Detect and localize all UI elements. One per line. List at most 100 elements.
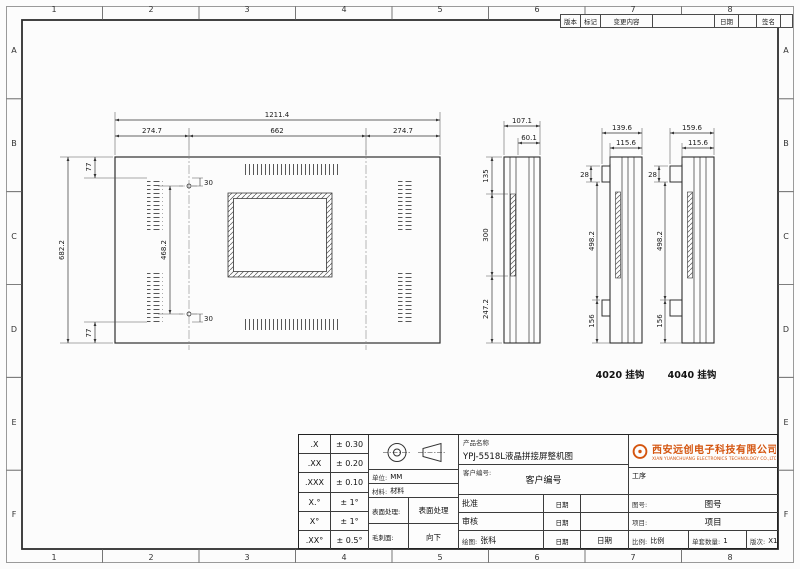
dim-side2-body: 115.6 bbox=[616, 139, 637, 147]
zone-label-bottom: 8 bbox=[727, 553, 733, 562]
company-logo-cell: 西安远创电子科技有限公司 XIAN YUANCHUANG ELECTRONICS… bbox=[629, 435, 779, 468]
scale-cell: 比例: 比例 bbox=[629, 531, 689, 550]
audit-date-label: 日期 bbox=[544, 513, 581, 531]
dim-side3-body: 115.6 bbox=[688, 139, 709, 147]
zone-label-top: 3 bbox=[244, 5, 250, 14]
dim-front-inner-height: 468.2 bbox=[160, 240, 168, 260]
dim-front-total-height: 682.2 bbox=[58, 240, 66, 260]
project-value: 项目 bbox=[704, 517, 722, 528]
front-view-dimensions: 1211.4 274.7 662 274.7 682.2 77 77 468.2… bbox=[58, 111, 441, 344]
revision-cell-empty bbox=[781, 15, 792, 27]
zone-label-top: 7 bbox=[630, 5, 636, 14]
zone-label-right: C bbox=[783, 232, 789, 241]
drawing-no-label: 图号: bbox=[632, 500, 648, 509]
dim-side1-slot: 300 bbox=[482, 228, 490, 241]
zone-label-right: E bbox=[783, 418, 789, 427]
revision-header-mark: 标记 bbox=[581, 15, 601, 27]
zone-label-bottom: 3 bbox=[244, 553, 250, 562]
approve-date-value bbox=[581, 495, 629, 513]
tolerance-value: ± 0.10 bbox=[331, 473, 369, 493]
dim-side1-bottom: 247.2 bbox=[482, 299, 490, 319]
zone-label-left: E bbox=[11, 418, 17, 427]
zone-label-right: B bbox=[783, 139, 789, 148]
front-view bbox=[114, 150, 441, 350]
tolerance-key: X° bbox=[299, 512, 331, 531]
zone-label-left: F bbox=[11, 510, 17, 519]
tolerance-value: ± 0.5° bbox=[331, 531, 369, 550]
product-name-label: 产品名称 bbox=[463, 439, 489, 447]
tolerance-key: .XXX bbox=[299, 473, 331, 493]
tolerance-key: .X bbox=[299, 435, 331, 454]
dim-side3-hook: 28 bbox=[648, 171, 657, 179]
zone-label-left: A bbox=[11, 46, 17, 55]
revision-cell-empty bbox=[739, 15, 757, 27]
tolerance-key: X.° bbox=[299, 493, 331, 512]
side-view-3: 159.6 115.6 28 498.2 156 4040 挂钩 bbox=[648, 124, 717, 381]
projection-symbol-icon bbox=[382, 442, 446, 462]
zone-label-top: 2 bbox=[148, 5, 154, 14]
process-cell: 工序 bbox=[629, 468, 779, 495]
unit-label: 单位: bbox=[372, 473, 388, 482]
dim-side1-depth: 60.1 bbox=[521, 134, 537, 142]
side-view-1: 107.1 60.1 135 300 247.2 bbox=[482, 117, 541, 344]
zone-label-left: D bbox=[10, 325, 18, 334]
customer-no-cell: 客户编号: 客户编号 bbox=[459, 465, 629, 495]
company-name-en: XIAN YUANCHUANG ELECTRONICS TECHNOLOGY C… bbox=[652, 455, 776, 462]
drafter-cell: 绘图: 张科 bbox=[459, 531, 544, 550]
dim-side2-bottom: 156 bbox=[588, 314, 596, 328]
revision-header-change: 变更内容 bbox=[601, 15, 653, 27]
zone-label-top: 1 bbox=[51, 5, 57, 14]
customer-no-label: 客户编号: bbox=[463, 469, 492, 477]
unit-cell: 单位: MM bbox=[369, 470, 459, 484]
drawing-no-value: 图号 bbox=[704, 499, 722, 510]
dim-side2-width: 139.6 bbox=[612, 124, 633, 132]
tolerance-value: ± 0.30 bbox=[331, 435, 369, 454]
dim-front-top-margin: 77 bbox=[85, 163, 93, 172]
tolerance-key: .XX° bbox=[299, 531, 331, 550]
drawing-no-cell: 图号: 图号 bbox=[629, 495, 779, 513]
dim-front-offset-top: 30 bbox=[204, 179, 213, 187]
projection-symbol bbox=[369, 435, 459, 470]
zone-label-right: D bbox=[782, 325, 790, 334]
scale-value: 比例 bbox=[650, 536, 665, 545]
audit-label: 审核 bbox=[459, 513, 544, 531]
qty-label: 单套数量: bbox=[692, 537, 721, 546]
dim-front-seg-left: 274.7 bbox=[142, 127, 162, 135]
draft-date-value: 日期 bbox=[581, 531, 629, 550]
unit-value: MM bbox=[390, 472, 403, 481]
zone-label-top: 6 bbox=[534, 5, 540, 14]
qty-cell: 单套数量: 1 bbox=[689, 531, 747, 550]
side-view-2: 139.6 115.6 28 498.2 156 4020 挂钩 bbox=[580, 124, 645, 381]
dim-front-total-width: 1211.4 bbox=[265, 111, 290, 119]
zone-label-bottom: 4 bbox=[341, 553, 347, 562]
company-logo-icon bbox=[632, 443, 648, 459]
zone-label-bottom: 6 bbox=[534, 553, 540, 562]
zone-label-bottom: 1 bbox=[51, 553, 57, 562]
tolerance-value: ± 1° bbox=[331, 512, 369, 531]
zone-label-left: B bbox=[11, 139, 17, 148]
zone-label-right: A bbox=[783, 46, 789, 55]
burr-value: 向下 bbox=[409, 524, 459, 550]
tolerance-key: .XX bbox=[299, 454, 331, 473]
draft-date-label: 日期 bbox=[544, 531, 581, 550]
zone-label-top: 8 bbox=[727, 5, 733, 14]
dim-front-seg-right: 274.7 bbox=[393, 127, 413, 135]
dim-side2-hook: 28 bbox=[580, 171, 589, 179]
material-label: 材料: bbox=[372, 487, 388, 496]
revision-label: 版次: bbox=[750, 537, 766, 546]
revision-cell: 版次: X1 bbox=[747, 531, 779, 550]
side3-view-label: 4040 挂钩 bbox=[668, 369, 717, 381]
tolerance-value: ± 0.20 bbox=[331, 454, 369, 473]
burr-label: 毛刺面: bbox=[369, 524, 409, 550]
dim-side3-width: 159.6 bbox=[682, 124, 703, 132]
company-name-cn: 西安远创电子科技有限公司 bbox=[652, 444, 776, 456]
dim-front-seg-center: 662 bbox=[270, 127, 283, 135]
product-name-value: YPJ-5518L液晶拼接屏整机图 bbox=[463, 452, 573, 462]
zone-label-bottom: 5 bbox=[437, 553, 443, 562]
revision-header-date: 日期 bbox=[715, 15, 739, 27]
scale-label: 比例: bbox=[632, 537, 648, 546]
title-block: .X ± 0.30 .XX ± 0.20 .XXX ± 0.10 X.° ± 1… bbox=[298, 434, 779, 550]
drafter-value: 张科 bbox=[480, 536, 497, 545]
